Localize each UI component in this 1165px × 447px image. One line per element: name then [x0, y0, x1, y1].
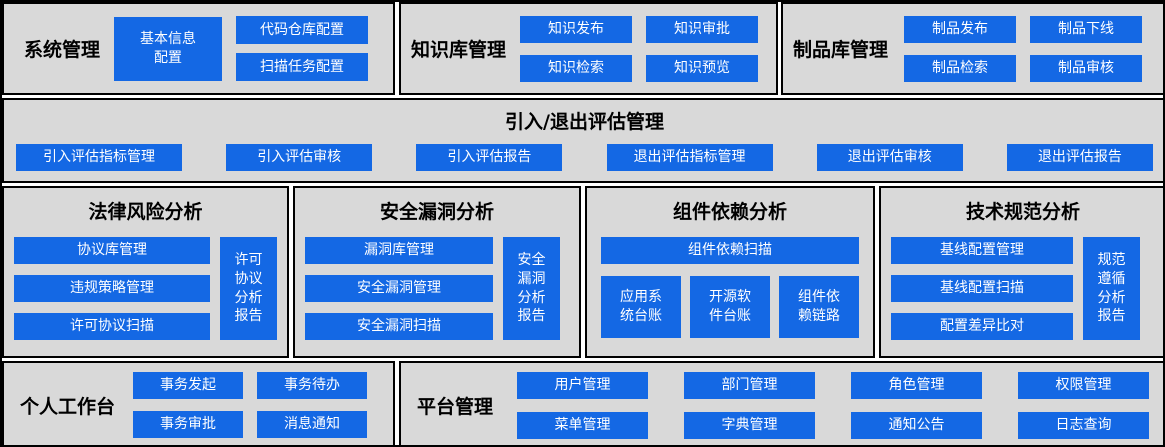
vuln-analysis-report-button[interactable]: 安全 漏洞 分析 报告: [503, 237, 560, 340]
task-todo-button[interactable]: 事务待办: [257, 372, 368, 399]
panel-artifact-library: 制品库管理 制品发布 制品下线 制品检索 制品审核: [781, 2, 1163, 95]
knowledge-approval-button[interactable]: 知识审批: [646, 15, 759, 43]
panel-tech-spec-analysis: 技术规范分析 基线配置管理 基线配置扫描 配置差异比对 规范 遵循 分析 报告: [879, 186, 1163, 358]
component-dependency-row: 应用系 统台账 开源软 件台账 组件依 赖链路: [587, 276, 873, 338]
spec-compliance-report-button[interactable]: 规范 遵循 分析 报告: [1083, 237, 1140, 340]
panel-personal-workbench: 个人工作台 事务发起 事务待办 事务审批 消息通知: [2, 361, 395, 445]
basic-info-config-button[interactable]: 基本信息 配置: [114, 16, 223, 81]
menu-mgmt-button[interactable]: 菜单管理: [517, 411, 649, 439]
license-scan-button[interactable]: 许可协议扫描: [14, 313, 210, 340]
app-system-ledger-button[interactable]: 应用系 统台账: [601, 276, 681, 338]
panel-security-vuln-analysis: 安全漏洞分析 漏洞库管理 安全漏洞管理 安全漏洞扫描 安全 漏洞 分析 报告: [293, 186, 581, 358]
panel-title-artifact-library: 制品库管理: [793, 39, 889, 61]
knowledge-search-button[interactable]: 知识检索: [520, 54, 633, 82]
artifact-search-button[interactable]: 制品检索: [904, 54, 1017, 82]
personal-button-grid: 事务发起 事务待办 事务审批 消息通知: [133, 372, 368, 438]
tech-spec-button-stack: 基线配置管理 基线配置扫描 配置差异比对: [891, 237, 1073, 340]
vuln-scan-button[interactable]: 安全漏洞扫描: [305, 313, 493, 340]
panel-title-component-dependency: 组件依赖分析: [672, 201, 787, 223]
knowledge-preview-button[interactable]: 知识预览: [646, 54, 759, 82]
panel-title-knowledge-base: 知识库管理: [411, 39, 507, 61]
security-vuln-button-stack: 漏洞库管理 安全漏洞管理 安全漏洞扫描: [305, 237, 493, 340]
panel-title-platform-management: 平台管理: [417, 395, 494, 418]
security-vuln-body: 漏洞库管理 安全漏洞管理 安全漏洞扫描 安全 漏洞 分析 报告: [295, 237, 579, 340]
exit-eval-review-button[interactable]: 退出评估审核: [816, 144, 963, 171]
task-approve-button[interactable]: 事务审批: [133, 411, 244, 438]
dependency-scan-button[interactable]: 组件依赖扫描: [601, 237, 859, 264]
baseline-config-mgmt-button[interactable]: 基线配置管理: [891, 237, 1073, 264]
config-diff-button[interactable]: 配置差异比对: [891, 313, 1073, 340]
panel-title-system-management: 系统管理: [24, 39, 101, 61]
platform-button-grid: 用户管理 部门管理 角色管理 权限管理 菜单管理 字典管理 通知公告 日志查询: [517, 371, 1149, 439]
panel-title-security-vuln: 安全漏洞分析: [379, 201, 494, 223]
panel-title-evaluation-management: 引入/退出评估管理: [505, 111, 664, 133]
panel-evaluation-management: 引入/退出评估管理 引入评估指标管理 引入评估审核 引入评估报告 退出评估指标管…: [2, 98, 1163, 183]
scan-task-config-button[interactable]: 扫描任务配置: [236, 53, 369, 81]
panel-component-dependency-analysis: 组件依赖分析 组件依赖扫描 应用系 统台账 开源软 件台账 组件依 赖链路: [585, 186, 875, 358]
artifact-publish-button[interactable]: 制品发布: [904, 15, 1017, 43]
violation-policy-button[interactable]: 违规策略管理: [14, 275, 210, 302]
exit-eval-metrics-button[interactable]: 退出评估指标管理: [606, 144, 773, 171]
knowledge-button-grid: 知识发布 知识审批 知识检索 知识预览: [520, 15, 759, 82]
protocol-library-button[interactable]: 协议库管理: [14, 237, 210, 264]
panel-platform-management: 平台管理 用户管理 部门管理 角色管理 权限管理 菜单管理 字典管理 通知公告 …: [399, 361, 1163, 445]
task-initiate-button[interactable]: 事务发起: [133, 372, 244, 399]
import-eval-report-button[interactable]: 引入评估报告: [416, 144, 563, 171]
artifact-offline-button[interactable]: 制品下线: [1030, 15, 1143, 43]
dependency-link-button[interactable]: 组件依 赖链路: [779, 276, 859, 338]
system-button-column: 代码仓库配置 扫描任务配置: [236, 16, 369, 81]
evaluation-button-row: 引入评估指标管理 引入评估审核 引入评估报告 退出评估指标管理 退出评估审核 退…: [4, 144, 1163, 171]
import-eval-metrics-button[interactable]: 引入评估指标管理: [16, 144, 182, 171]
legal-risk-body: 协议库管理 违规策略管理 许可协议扫描 许可 协议 分析 报告: [4, 237, 287, 340]
dept-mgmt-button[interactable]: 部门管理: [684, 371, 815, 399]
tech-spec-body: 基线配置管理 基线配置扫描 配置差异比对 规范 遵循 分析 报告: [881, 237, 1163, 340]
log-query-button[interactable]: 日志查询: [1017, 411, 1149, 439]
license-analysis-report-button[interactable]: 许可 协议 分析 报告: [220, 237, 277, 340]
user-mgmt-button[interactable]: 用户管理: [517, 371, 649, 399]
permission-mgmt-button[interactable]: 权限管理: [1017, 371, 1149, 399]
artifact-button-grid: 制品发布 制品下线 制品检索 制品审核: [904, 15, 1143, 82]
panel-title-personal-workbench: 个人工作台: [20, 395, 116, 418]
panel-knowledge-base: 知识库管理 知识发布 知识审批 知识检索 知识预览: [399, 2, 778, 95]
panel-legal-risk-analysis: 法律风险分析 协议库管理 违规策略管理 许可协议扫描 许可 协议 分析 报告: [2, 186, 289, 358]
panel-title-legal-risk: 法律风险分析: [88, 201, 203, 223]
message-notify-button[interactable]: 消息通知: [257, 411, 368, 438]
code-repo-config-button[interactable]: 代码仓库配置: [236, 16, 369, 44]
legal-risk-button-stack: 协议库管理 违规策略管理 许可协议扫描: [14, 237, 210, 340]
panel-title-tech-spec: 技术规范分析: [965, 201, 1080, 223]
vuln-management-button[interactable]: 安全漏洞管理: [305, 275, 493, 302]
notice-button[interactable]: 通知公告: [850, 411, 982, 439]
dict-mgmt-button[interactable]: 字典管理: [684, 411, 815, 439]
panel-system-management: 系统管理 基本信息 配置 代码仓库配置 扫描任务配置: [2, 2, 395, 95]
role-mgmt-button[interactable]: 角色管理: [850, 371, 982, 399]
artifact-review-button[interactable]: 制品审核: [1030, 54, 1143, 82]
oss-ledger-button[interactable]: 开源软 件台账: [690, 276, 770, 338]
vuln-library-button[interactable]: 漏洞库管理: [305, 237, 493, 264]
knowledge-publish-button[interactable]: 知识发布: [520, 15, 633, 43]
import-eval-review-button[interactable]: 引入评估审核: [226, 144, 373, 171]
exit-eval-report-button[interactable]: 退出评估报告: [1006, 144, 1153, 171]
baseline-config-scan-button[interactable]: 基线配置扫描: [891, 275, 1073, 302]
